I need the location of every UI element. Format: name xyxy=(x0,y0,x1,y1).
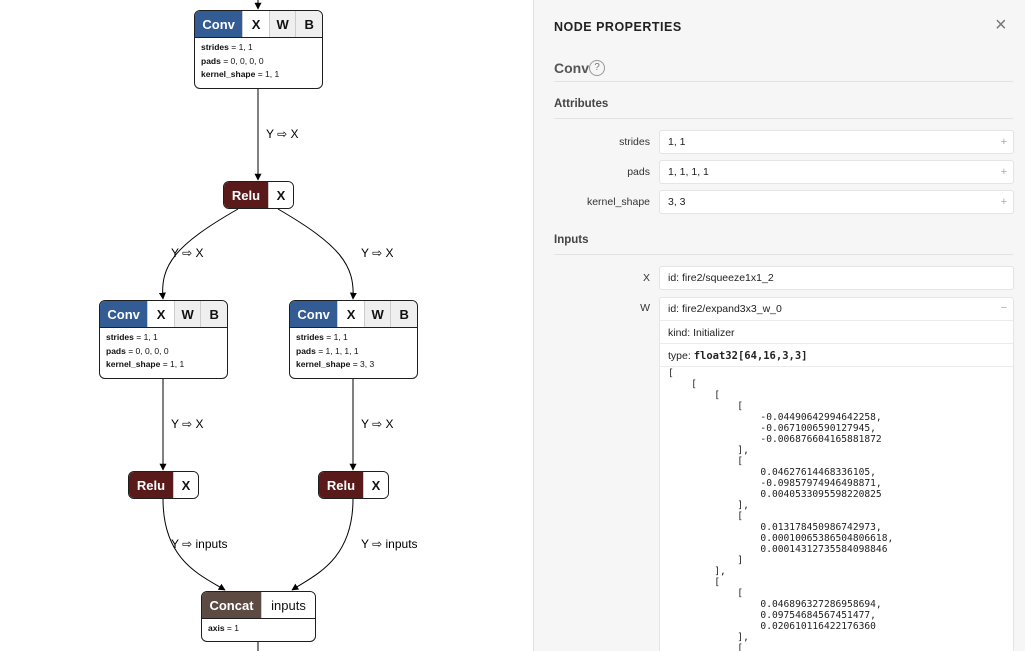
input-type: type: float32[64,16,3,3] xyxy=(668,350,808,362)
edge-label: Y ⇨ inputs xyxy=(361,537,418,551)
node-input-b[interactable]: B xyxy=(295,11,322,37)
node-input-b[interactable]: B xyxy=(390,301,417,327)
conv-node[interactable]: Conv X W B strides = 1, 1 pads = 0, 0, 0… xyxy=(99,300,228,379)
node-op-label[interactable]: Relu xyxy=(319,472,363,498)
divider xyxy=(660,320,1013,321)
initializer-details[interactable]: id: fire2/expand3x3_w_0 − kind: Initiali… xyxy=(659,297,1014,651)
attributes-section-title: Attributes xyxy=(554,98,609,110)
input-label: X xyxy=(642,272,650,284)
attribute-value-field[interactable]: 1, 1 + xyxy=(659,130,1014,154)
panel-title: NODE PROPERTIES xyxy=(554,20,682,34)
tensor-values: [ [ [ [ -0.04490642994642258, -0.0671006… xyxy=(668,368,894,651)
divider xyxy=(554,254,1013,255)
node-attr: strides = 1, 1 xyxy=(201,42,253,52)
node-attr: strides = 1, 1 xyxy=(106,332,158,342)
node-input-w[interactable]: W xyxy=(363,301,391,327)
attribute-label: kernel_shape xyxy=(586,196,650,208)
relu-node[interactable]: Relu X xyxy=(318,471,389,499)
edge-relu-conv-left xyxy=(158,208,239,300)
node-attr: pads = 0, 0, 0, 0 xyxy=(201,55,264,66)
expand-icon[interactable]: + xyxy=(1000,166,1007,178)
node-attr: strides = 1, 1 xyxy=(296,332,348,342)
input-label: W xyxy=(640,302,650,314)
attribute-value: 1, 1, 1, 1 xyxy=(668,166,709,178)
graph-edges xyxy=(158,0,357,651)
close-icon[interactable]: × xyxy=(995,14,1007,36)
node-attr: axis = 1 xyxy=(208,623,239,633)
inputs-section-title: Inputs xyxy=(554,234,589,246)
node-op-label[interactable]: Concat xyxy=(202,592,261,618)
node-input-b[interactable]: B xyxy=(200,301,227,327)
input-type-value: float32[64,16,3,3] xyxy=(693,350,808,362)
edge-label: Y ⇨ inputs xyxy=(171,537,228,551)
attribute-value-field[interactable]: 1, 1, 1, 1 + xyxy=(659,160,1014,184)
node-op-label[interactable]: Relu xyxy=(129,472,173,498)
node-attributes: strides = 1, 1 pads = 0, 0, 0, 0 kernel_… xyxy=(100,327,227,374)
input-kind: kind: Initializer xyxy=(668,327,735,339)
divider xyxy=(660,343,1013,344)
expand-icon[interactable]: + xyxy=(1000,196,1007,208)
node-attr: kernel_shape = 1, 1 xyxy=(106,359,185,369)
relu-node[interactable]: Relu X xyxy=(128,471,199,499)
edge-label: Y ⇨ X xyxy=(266,127,299,141)
node-op-label[interactable]: Conv xyxy=(290,301,338,327)
attribute-label: pads xyxy=(627,166,650,178)
divider xyxy=(660,366,1013,367)
edge-relu-left-concat xyxy=(162,498,226,591)
operator-name: Conv xyxy=(554,60,589,76)
node-attr: kernel_shape = 3, 3 xyxy=(296,359,375,369)
input-value-field[interactable]: id: fire2/squeeze1x1_2 xyxy=(659,266,1014,290)
node-input-x[interactable]: X xyxy=(337,301,364,327)
attribute-value: 3, 3 xyxy=(668,196,686,208)
divider xyxy=(554,81,1013,82)
edge-label: Y ⇨ X xyxy=(171,246,204,260)
graph-canvas[interactable]: Y ⇨ X Y ⇨ X Y ⇨ X Y ⇨ X Y ⇨ X Y ⇨ inputs… xyxy=(0,0,533,651)
node-op-label[interactable]: Conv xyxy=(195,11,243,37)
relu-node[interactable]: Relu X xyxy=(223,181,294,209)
help-icon[interactable]: ? xyxy=(589,60,605,76)
node-input-x[interactable]: X xyxy=(363,472,388,498)
attribute-label: strides xyxy=(619,136,650,148)
node-input-w[interactable]: W xyxy=(268,11,296,37)
node-op-label[interactable]: Conv xyxy=(100,301,148,327)
node-op-label[interactable]: Relu xyxy=(224,182,268,208)
node-attr: kernel_shape = 1, 1 xyxy=(201,69,280,79)
node-attributes: axis = 1 xyxy=(202,618,315,638)
edge-label: Y ⇨ X xyxy=(171,417,204,431)
node-attributes: strides = 1, 1 pads = 1, 1, 1, 1 kernel_… xyxy=(290,327,417,374)
node-input-x[interactable]: X xyxy=(268,182,293,208)
input-value: id: fire2/expand3x3_w_0 xyxy=(668,303,782,315)
attribute-value-field[interactable]: 3, 3 + xyxy=(659,190,1014,214)
expand-icon[interactable]: + xyxy=(1000,136,1007,148)
collapse-icon[interactable]: − xyxy=(1000,302,1007,314)
edge-relu-conv-right xyxy=(277,208,357,300)
node-attr: pads = 0, 0, 0, 0 xyxy=(106,345,169,356)
conv-node[interactable]: Conv X W B strides = 1, 1 pads = 0, 0, 0… xyxy=(194,10,323,89)
edge-relu-right-concat xyxy=(291,498,354,591)
node-attr: pads = 1, 1, 1, 1 xyxy=(296,345,359,356)
divider xyxy=(554,118,1013,119)
edge-label: Y ⇨ X xyxy=(361,246,394,260)
node-input-x[interactable]: X xyxy=(147,301,174,327)
input-value: id: fire2/squeeze1x1_2 xyxy=(668,272,774,284)
node-input-x[interactable]: X xyxy=(242,11,269,37)
edge-label: Y ⇨ X xyxy=(361,417,394,431)
node-input-x[interactable]: X xyxy=(173,472,198,498)
attribute-value: 1, 1 xyxy=(668,136,686,148)
node-input-inputs[interactable]: inputs xyxy=(261,592,315,618)
conv-node-selected[interactable]: Conv X W B strides = 1, 1 pads = 1, 1, 1… xyxy=(289,300,418,379)
node-attributes: strides = 1, 1 pads = 0, 0, 0, 0 kernel_… xyxy=(195,37,322,84)
node-input-w[interactable]: W xyxy=(173,301,201,327)
properties-panel: NODE PROPERTIES × Conv ? Attributes stri… xyxy=(533,0,1025,651)
concat-node[interactable]: Concat inputs axis = 1 xyxy=(201,591,316,642)
